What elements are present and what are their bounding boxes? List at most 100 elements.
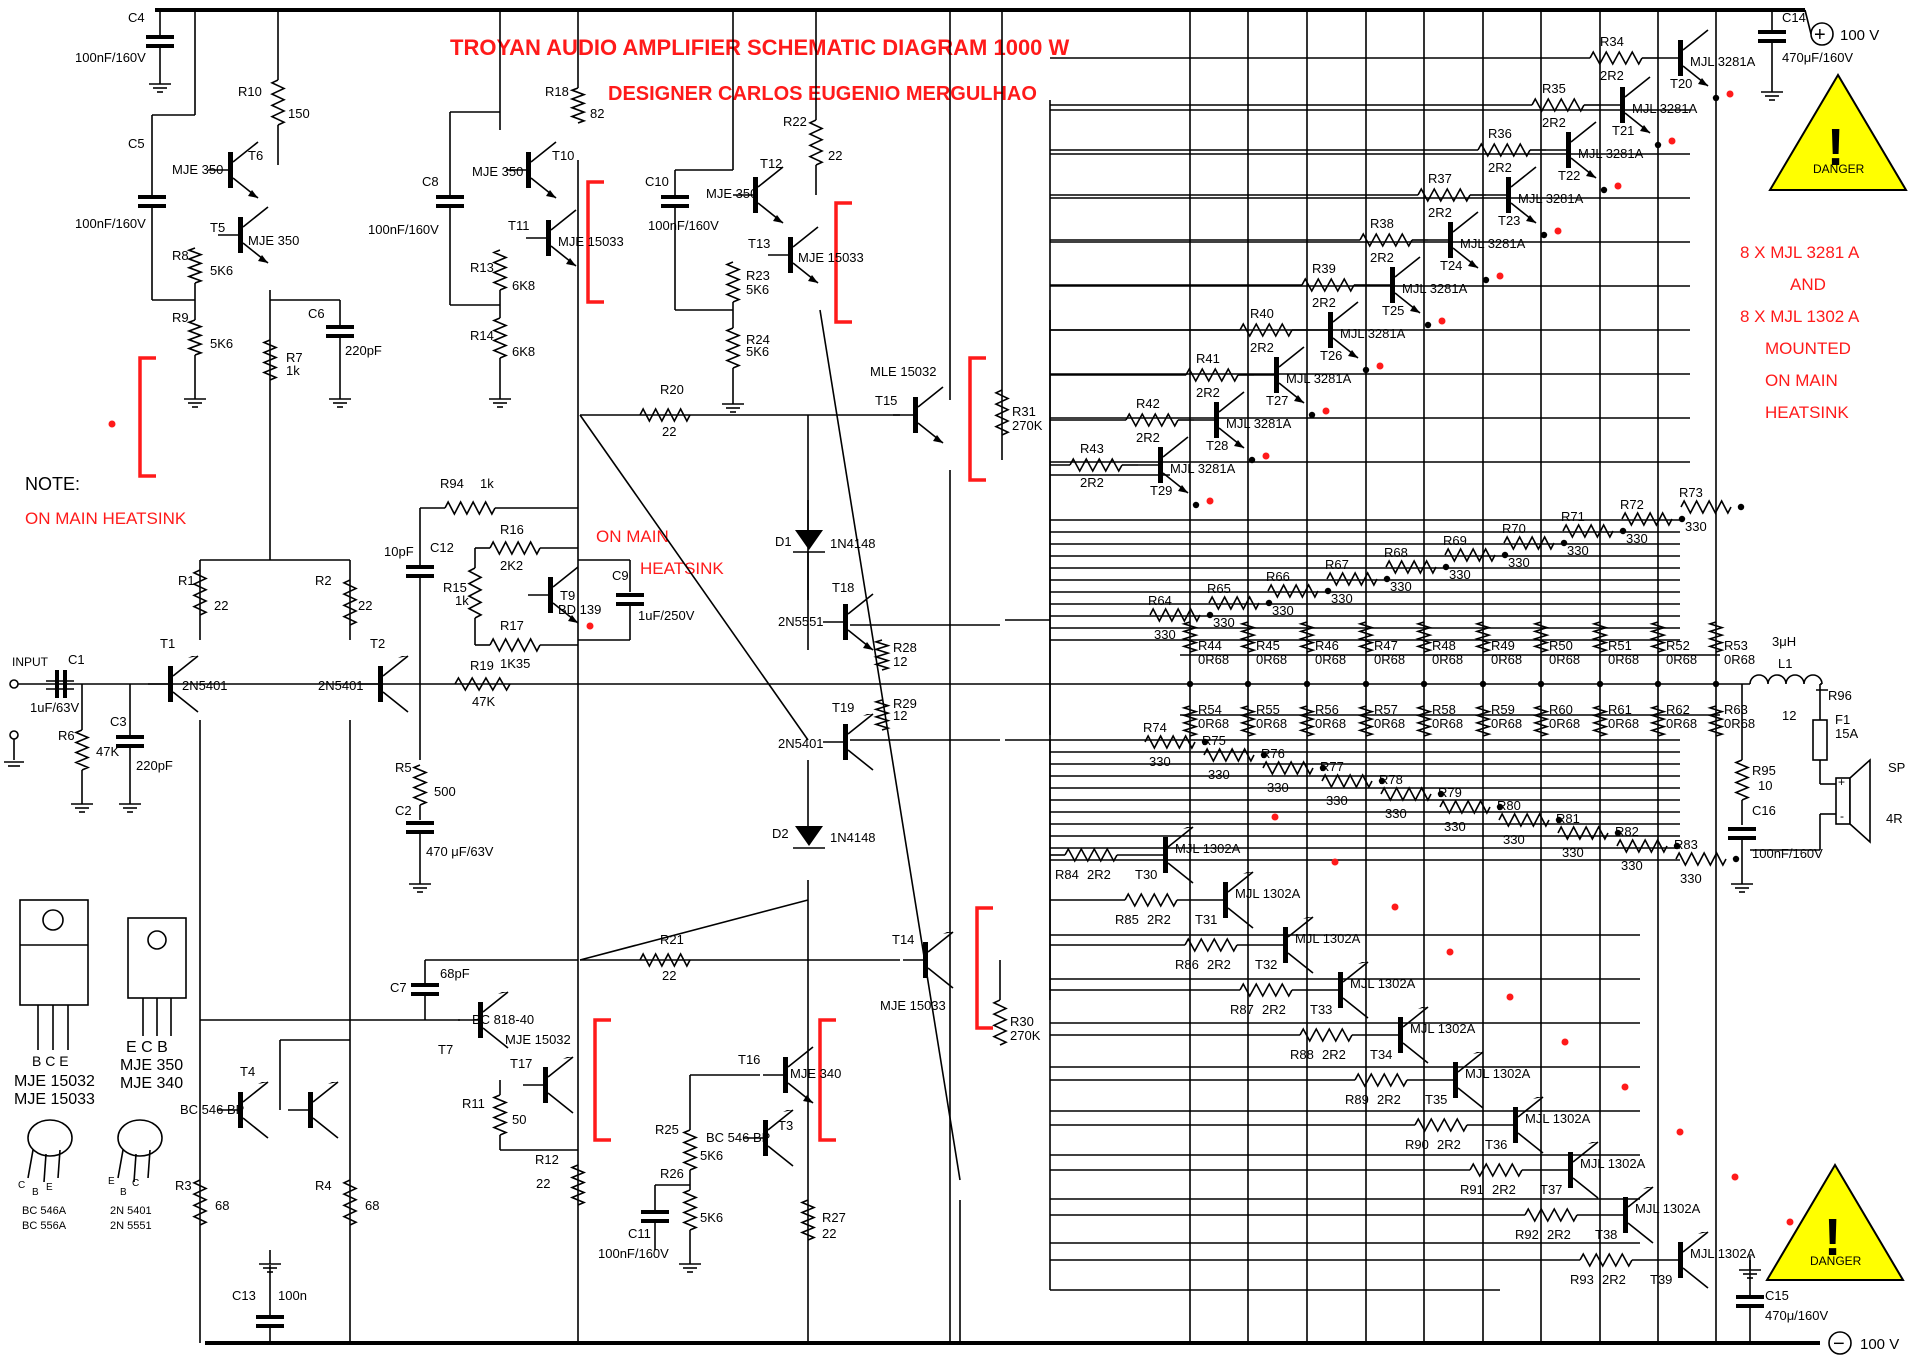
t10-part: MJE 350 <box>472 164 523 179</box>
heatsink-dot <box>1668 137 1676 145</box>
plus-sign: + <box>1814 24 1826 46</box>
upper-base-resistor-value: 2R2 <box>1542 115 1566 130</box>
upper-transistor-ref: T27 <box>1266 393 1288 408</box>
lower-sense-resistor <box>1616 838 1668 854</box>
resistor-r25 <box>681 1129 699 1171</box>
upper-sense-resistor <box>1326 571 1378 587</box>
resistor-r7 <box>261 339 279 381</box>
lower-transistor-ref: T30 <box>1135 867 1157 882</box>
danger-sign-bottom: ! DANGER <box>1765 1163 1905 1281</box>
lower-sense-resistor <box>1262 760 1314 776</box>
t6-part: MJE 350 <box>172 162 223 177</box>
t5-ref: T5 <box>210 220 225 235</box>
lower-sense-value: 330 <box>1503 832 1525 847</box>
r4-value: 68 <box>365 1198 379 1213</box>
d1-part: 1N4148 <box>830 536 876 551</box>
fuse-ref: F1 <box>1835 712 1850 727</box>
lower-base-resistor <box>1124 892 1178 908</box>
emitter-resistor-upper-ref: R46 <box>1315 638 1339 653</box>
danger-exclaim-bottom: ! <box>1824 1209 1841 1267</box>
lower-base-resistor-ref: R87 <box>1230 1002 1254 1017</box>
upper-output-transistor <box>1370 256 1421 314</box>
resistor-r94 <box>444 500 496 516</box>
upper-base-resistor <box>1069 457 1123 473</box>
emitter-resistor-lower-value: 0R68 <box>1198 716 1229 731</box>
transistor-t7 <box>458 991 509 1049</box>
r24-ref: R24 <box>746 332 770 347</box>
lower-sense-resistor <box>1203 747 1255 763</box>
c14-value: 470μF/160V <box>1782 50 1853 65</box>
lower-sense-ref: R80 <box>1497 798 1521 813</box>
inductor-value: 3μH <box>1772 634 1796 649</box>
heatsink-bracket <box>975 906 993 1030</box>
upper-base-resistor <box>1239 322 1293 338</box>
heatsink-dot <box>1496 272 1504 280</box>
r17-ref: R17 <box>500 618 524 633</box>
lower-sense-ref: R75 <box>1202 733 1226 748</box>
r25-ref: R25 <box>655 1122 679 1137</box>
r26-ref: R26 <box>660 1166 684 1181</box>
heatsink-dot <box>1506 993 1514 1001</box>
upper-sense-resistor <box>1444 547 1496 563</box>
upper-base-resistor <box>1589 50 1643 66</box>
to126-pins: E C B <box>126 1039 168 1056</box>
upper-base-resistor <box>1359 232 1413 248</box>
emitter-resistor-lower-value: 0R68 <box>1256 716 1287 731</box>
emitter-resistor-upper <box>1181 621 1199 653</box>
resistor-r26 <box>681 1189 699 1231</box>
upper-sense-ref: R67 <box>1325 557 1349 572</box>
emitter-resistor-upper-value: 0R68 <box>1374 652 1405 667</box>
upper-base-resistor <box>1125 412 1179 428</box>
r16-ref: R16 <box>500 522 524 537</box>
r22-ref: R22 <box>783 114 807 129</box>
upper-base-resistor-ref: R35 <box>1542 81 1566 96</box>
capacitor-c4 <box>146 35 174 48</box>
emitter-resistor-lower <box>1298 705 1316 737</box>
to92b-pin-b: B <box>120 1187 127 1198</box>
upper-transistor-ref: T21 <box>1612 123 1634 138</box>
lower-base-resistor-value: 2R2 <box>1087 867 1111 882</box>
resistor-r18 <box>569 87 587 124</box>
to126-part-2: MJE 340 <box>120 1075 183 1092</box>
r23-value: 5K6 <box>746 282 769 297</box>
c7-ref: C7 <box>390 980 407 995</box>
resistor-r3 <box>192 1179 208 1226</box>
lower-transistor-ref: T33 <box>1310 1002 1332 1017</box>
to92a-pin-c: C <box>18 1180 25 1191</box>
emitter-resistor-upper-ref: R48 <box>1432 638 1456 653</box>
lower-transistor-part: MJL 1302A <box>1580 1156 1646 1171</box>
d2-part: 1N4148 <box>830 830 876 845</box>
t11-ref: T11 <box>508 218 529 233</box>
r18-value: 82 <box>590 106 604 121</box>
upper-base-resistor-value: 2R2 <box>1312 295 1336 310</box>
heatsink-bracket <box>834 201 852 324</box>
lower-sense-value: 330 <box>1267 780 1289 795</box>
negative-supply-label: 100 V <box>1860 1336 1899 1353</box>
lower-sense-value: 330 <box>1621 858 1643 873</box>
emitter-resistor-upper-ref: R50 <box>1549 638 1573 653</box>
r22-value: 22 <box>828 148 842 163</box>
note-title: NOTE: <box>25 474 80 494</box>
resistor-r14 <box>491 317 509 359</box>
emitter-resistor-upper-ref: R51 <box>1608 638 1632 653</box>
speaker-plus: + <box>1838 775 1845 789</box>
t2-part: 2N5401 <box>318 678 364 693</box>
t10-ref: T10 <box>552 148 574 163</box>
emitter-resistor-lower <box>1357 705 1375 737</box>
upper-output-transistor <box>1486 166 1537 224</box>
lower-sense-resistor <box>1557 825 1609 841</box>
emitter-resistor-lower <box>1239 705 1257 737</box>
emitter-resistor-upper-value: 0R68 <box>1491 652 1522 667</box>
emitter-resistor-upper <box>1415 621 1433 653</box>
lower-transistor-ref: T32 <box>1255 957 1277 972</box>
r27-ref: R27 <box>822 1210 846 1225</box>
lower-sense-value: 330 <box>1562 845 1584 860</box>
emitter-resistor-lower-ref: R63 <box>1724 702 1748 717</box>
heatsink-bracket <box>968 356 986 482</box>
transistor-t9 <box>528 566 579 624</box>
r24-value: 5K6 <box>746 344 769 359</box>
to92b-pin-c: C <box>132 1178 139 1189</box>
t12-part: MJE 350 <box>706 186 757 201</box>
r2-ref: R2 <box>315 573 332 588</box>
